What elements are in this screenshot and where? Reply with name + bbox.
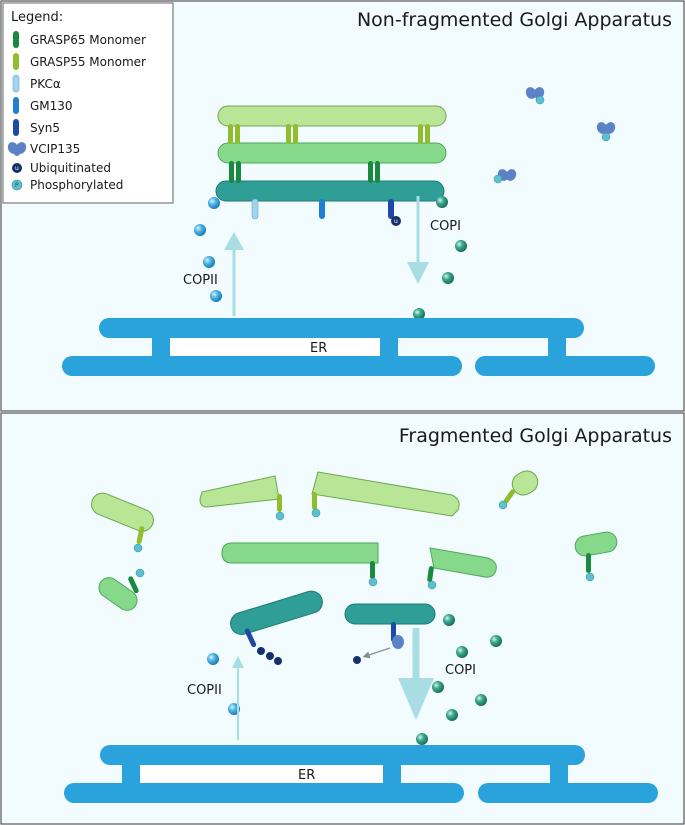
vcip135-phosphorylated — [525, 87, 545, 105]
copi-vesicle — [443, 614, 455, 626]
copi-label-bottom: COPI — [445, 663, 476, 678]
legend-label-pkc: PKCα — [30, 77, 61, 91]
copi-vesicle — [442, 272, 454, 284]
phosphate-icon: P — [11, 179, 23, 191]
grasp65-icon — [13, 31, 19, 48]
gm130-icon — [13, 97, 19, 114]
legend-label-grasp65: GRASP65 Monomer — [30, 33, 146, 47]
copii-vesicle — [210, 290, 222, 302]
grasp55-pair — [418, 124, 430, 144]
copi-vesicle — [456, 646, 468, 658]
copii-vesicle — [203, 256, 215, 268]
fragment-light — [498, 470, 539, 510]
ubiquitin-icon: u — [12, 163, 22, 173]
er-top — [62, 318, 655, 376]
copii-label-top: COPII — [183, 273, 218, 288]
copii-vesicle — [194, 224, 206, 236]
copi-vesicle — [455, 240, 467, 252]
copi-vesicle — [446, 709, 458, 721]
copi-vesicle — [475, 694, 487, 706]
legend-label-gm130: GM130 — [30, 99, 73, 113]
copii-vesicle — [207, 653, 219, 665]
copii-arrow-head — [232, 656, 244, 668]
legend-label-ubiquitinated: Ubiquitinated — [30, 161, 111, 175]
fragment-mid — [98, 568, 145, 611]
copi-vesicle — [436, 196, 448, 208]
fragment-mid — [221, 542, 379, 587]
legend-title: Legend: — [11, 10, 63, 25]
copii-label-bottom: COPII — [187, 683, 222, 698]
legend-box — [2, 2, 174, 204]
top-panel-title: Non-fragmented Golgi Apparatus — [357, 9, 672, 31]
grasp65-pair — [229, 161, 241, 183]
fragment-dark — [344, 603, 436, 664]
copi-arrow-head — [407, 262, 429, 284]
fragment-dark — [230, 590, 323, 665]
copi-vesicle — [490, 635, 502, 647]
syn5-icon — [13, 119, 19, 136]
legend-label-phosphorylated: Phosphorylated — [30, 178, 123, 192]
cisterna-bottom — [215, 180, 445, 202]
svg-text:u: u — [15, 165, 19, 172]
copii-arrow-head — [224, 232, 244, 250]
vcip135-icon — [7, 142, 27, 156]
legend-label-syn5: Syn5 — [30, 121, 60, 135]
cisterna-top — [217, 105, 447, 127]
fragment-mid — [574, 531, 618, 582]
fragment-mid — [427, 547, 497, 590]
grasp55-icon — [13, 53, 19, 70]
fragment-light — [311, 471, 460, 518]
copii-vesicle — [208, 197, 220, 209]
copi-vesicle — [416, 733, 428, 745]
svg-text:u: u — [394, 218, 398, 225]
grasp65-pair — [368, 161, 380, 183]
copi-label-top: COPI — [430, 219, 461, 234]
bottom-panel: Fragmented Golgi Apparatus — [0, 412, 685, 825]
bottom-panel-title: Fragmented Golgi Apparatus — [399, 425, 672, 447]
fragment-light — [199, 475, 285, 521]
legend-label-grasp55: GRASP55 Monomer — [30, 55, 146, 69]
ubiquitin-tag: u — [391, 216, 401, 226]
vcip135-phosphorylated — [493, 169, 517, 184]
grasp55-pair — [286, 124, 298, 144]
er-bottom — [64, 745, 658, 803]
legend-label-vcip135: VCIP135 — [30, 142, 80, 156]
er-label-bottom: ER — [298, 768, 315, 783]
golgi-stack: u — [215, 105, 447, 226]
top-panel: Legend: GRASP65 Monomer GRASP55 Monomer … — [0, 0, 685, 412]
legend: Legend: GRASP65 Monomer GRASP55 Monomer … — [2, 2, 174, 204]
gm130-protein — [319, 199, 325, 219]
vcip135-phosphorylated — [596, 122, 616, 142]
pkc-alpha-icon — [12, 74, 20, 93]
syn5-protein — [388, 199, 394, 219]
grasp55-pair — [228, 124, 240, 144]
cisterna-middle — [217, 142, 447, 164]
er-label-top: ER — [310, 341, 327, 356]
fragment-light — [91, 492, 154, 553]
pkc-alpha-protein — [251, 198, 259, 220]
copi-vesicle — [432, 681, 444, 693]
copi-arrow-head — [398, 678, 434, 720]
svg-text:P: P — [15, 182, 19, 189]
copi-vesicle — [413, 308, 425, 320]
